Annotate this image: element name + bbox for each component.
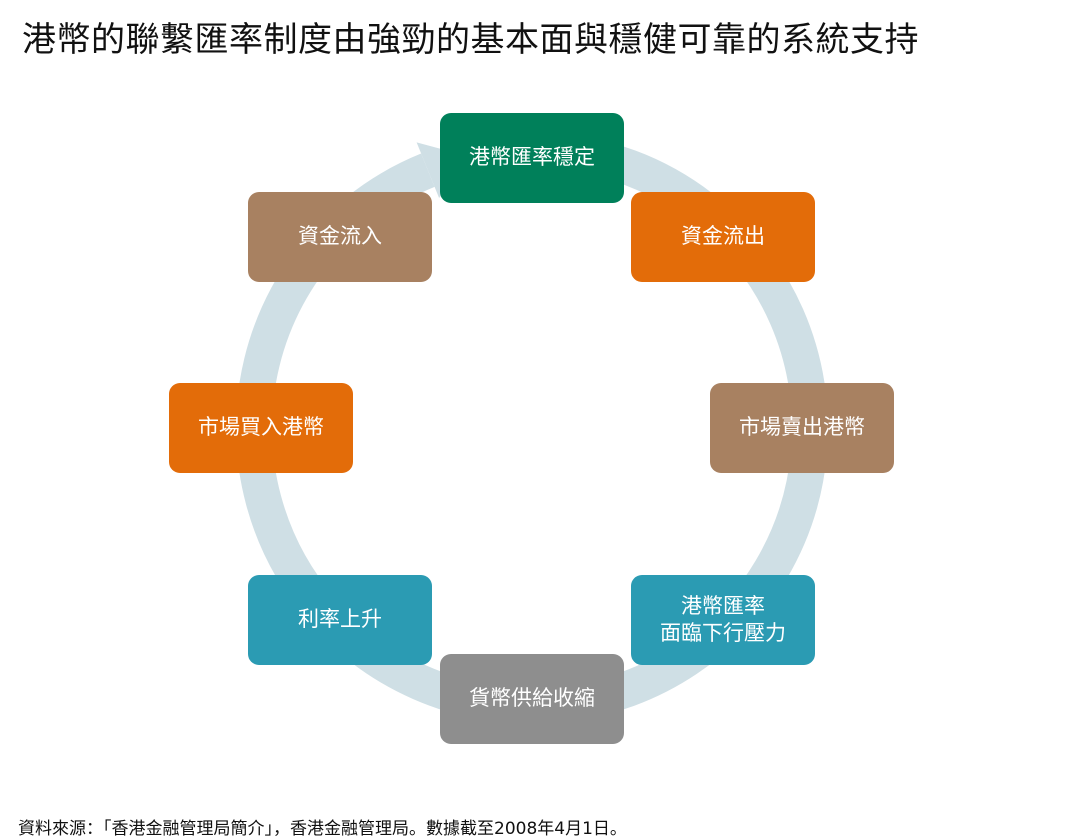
node-hkd-rate-stable: 港幣匯率穩定 [440, 113, 624, 203]
node-money-supply-contract: 貨幣供給收縮 [440, 654, 624, 744]
node-capital-inflow: 資金流入 [248, 192, 432, 282]
node-interest-rate-rise: 利率上升 [248, 575, 432, 665]
node-market-buy-hkd: 市場買入港幣 [169, 383, 353, 473]
page-title: 港幣的聯繫匯率制度由強勁的基本面與穩健可靠的系統支持 [22, 20, 919, 60]
node-capital-outflow: 資金流出 [631, 192, 815, 282]
node-downward-pressure: 港幣匯率 面臨下行壓力 [631, 575, 815, 665]
node-market-sell-hkd: 市場賣出港幣 [710, 383, 894, 473]
source-note: 資料來源：「香港金融管理局簡介」，香港金融管理局。數據截至2008年4月1日。 [18, 819, 627, 839]
